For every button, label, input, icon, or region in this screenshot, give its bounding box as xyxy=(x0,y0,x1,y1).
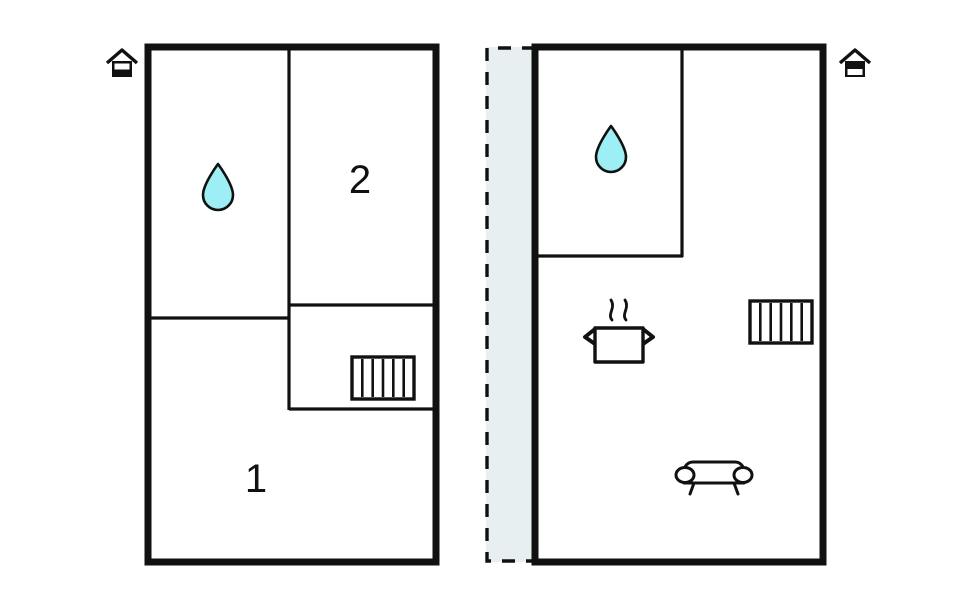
right-floor-plan xyxy=(485,43,827,566)
north-house-icon xyxy=(838,48,872,79)
right-plan-outer-wall xyxy=(531,43,827,566)
right-plan-interior-walls xyxy=(535,47,684,258)
dashed-shaded-area xyxy=(485,46,535,563)
left-floor-plan: 1 2 xyxy=(144,43,440,566)
north-house-icon xyxy=(105,48,139,79)
left-plan-interior-walls xyxy=(148,47,436,411)
left-plan-outer-wall xyxy=(144,43,440,566)
radiator-icon xyxy=(748,299,814,345)
room-2-label: 2 xyxy=(349,158,371,202)
radiator-icon xyxy=(350,355,416,401)
room-1-label: 1 xyxy=(245,457,267,501)
